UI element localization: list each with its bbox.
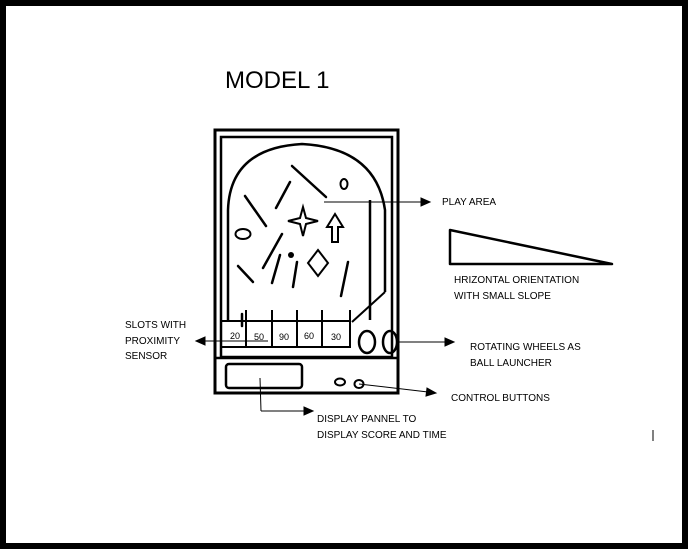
deflector-bar <box>291 260 299 289</box>
display-panel <box>224 362 304 390</box>
launcher-wheel-left <box>357 329 377 355</box>
slots-arrowhead <box>194 336 206 346</box>
bumper-oval <box>339 178 349 190</box>
slot-value-4: 60 <box>304 331 314 341</box>
play-area-boundary <box>226 142 387 320</box>
bumper-oval <box>234 228 252 240</box>
label-orientation-line2: WITH SMALL SLOPE <box>454 291 551 302</box>
slope-wedge <box>448 228 614 266</box>
star-bumper <box>287 203 319 237</box>
deflector-bar <box>261 232 284 270</box>
arrow-up-icon <box>325 212 345 243</box>
label-control-buttons: CONTROL BUTTONS <box>451 393 550 404</box>
label-wheels-line2: BALL LAUNCHER <box>470 358 552 369</box>
buttons-pointer <box>358 383 429 393</box>
label-display-line2: DISPLAY SCORE AND TIME <box>317 430 447 441</box>
label-orientation-line1: HRIZONTAL ORIENTATION <box>454 275 579 286</box>
deflector-bar <box>270 253 282 285</box>
deflector-bar <box>243 194 268 228</box>
deflector-bar <box>274 180 292 210</box>
control-button-right <box>353 379 365 389</box>
deflector-bar <box>236 264 255 284</box>
machine-outer-frame <box>213 128 400 395</box>
launcher-ramp <box>351 291 386 323</box>
label-slots-line3: SENSOR <box>125 351 167 362</box>
display-arrowhead <box>303 406 315 416</box>
ball <box>288 252 294 258</box>
label-wheels-line1: ROTATING WHEELS AS <box>470 342 581 353</box>
label-display-line1: DISPLAY PANNEL TO <box>317 414 417 425</box>
wheels-arrowhead <box>444 337 456 347</box>
launcher-wheel-right <box>381 329 399 355</box>
label-slots-line2: PROXIMITY <box>125 336 180 347</box>
label-play-area: PLAY AREA <box>442 197 496 208</box>
play-area-arrowhead <box>420 197 432 207</box>
display-pointer-vertical <box>259 377 262 412</box>
label-slots-line1: SLOTS WITH <box>125 320 186 331</box>
slot-value-5: 30 <box>331 332 341 342</box>
deflector-bar <box>339 260 350 298</box>
diamond-bumper <box>306 248 330 278</box>
slot-value-3: 90 <box>279 332 289 342</box>
control-button-left <box>334 377 346 387</box>
deflector-bar <box>290 164 328 199</box>
buttons-arrowhead <box>425 387 438 397</box>
slot-value-1: 20 <box>230 331 240 341</box>
slot-value-2: 50 <box>254 332 264 342</box>
diagram-title: MODEL 1 <box>225 67 329 94</box>
